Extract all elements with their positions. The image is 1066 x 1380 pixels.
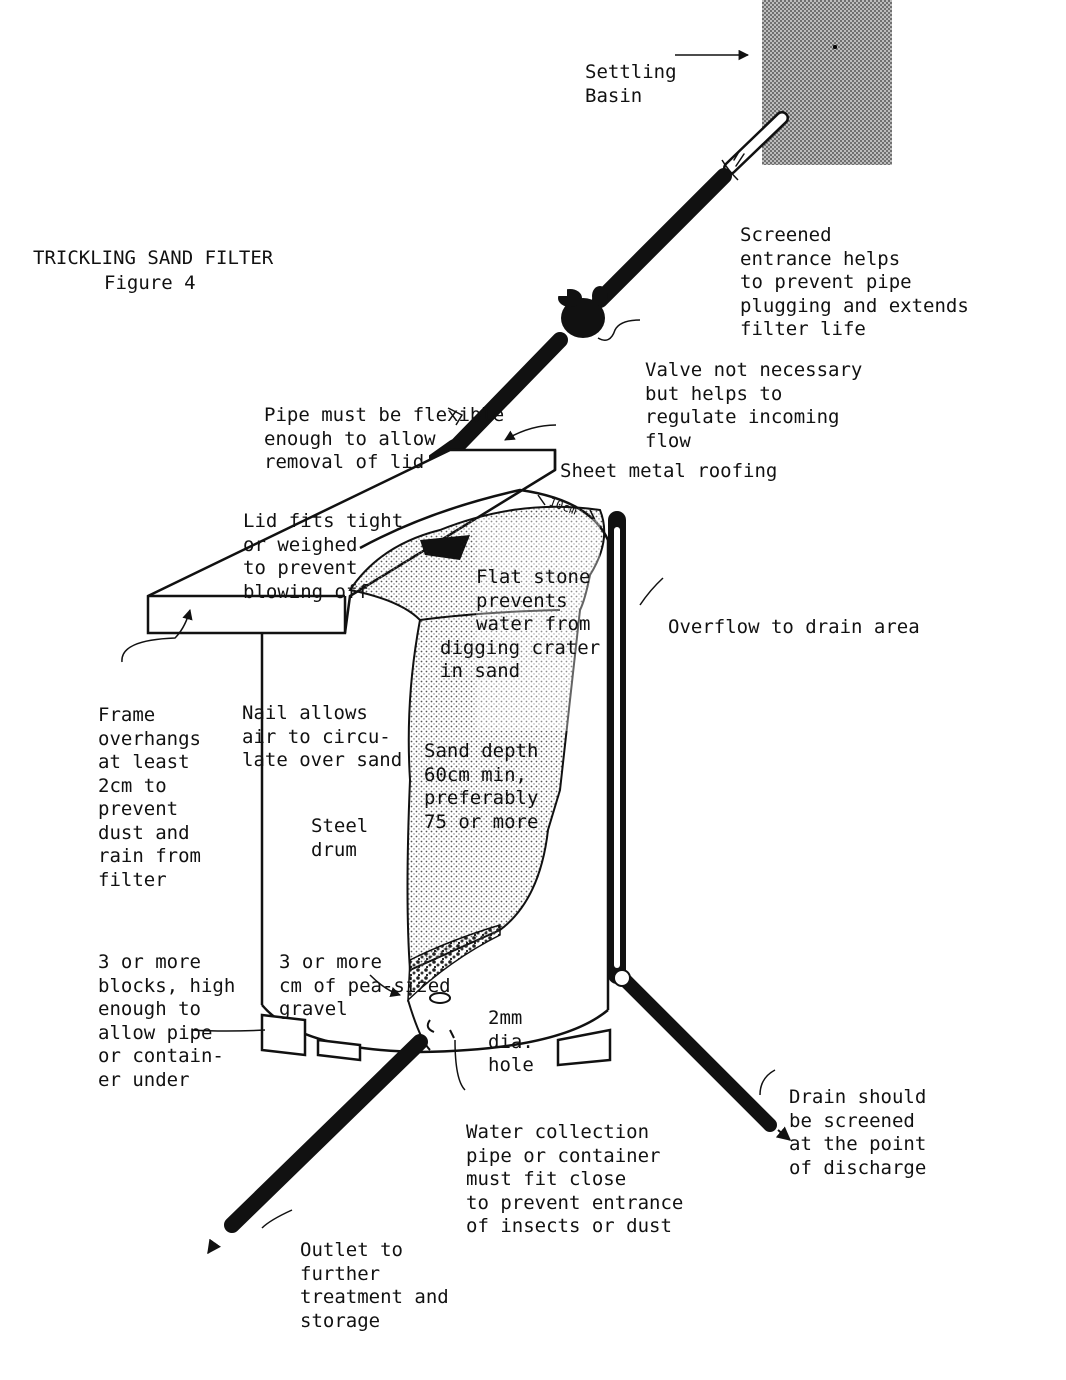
collection-pipe-inlet (429, 992, 451, 1004)
settling-basin-dot (833, 45, 837, 49)
outlet-pipe (224, 1034, 428, 1233)
valve-shape (555, 286, 608, 338)
leader-lines (121, 49, 776, 1229)
figure-title: TRICKLING SAND FILTER (33, 247, 274, 269)
flat-stone-shape (420, 535, 470, 560)
blocks-shape (260, 1013, 612, 1067)
sheet-metal-label: Sheet metal roofing (560, 460, 778, 482)
settling-basin-shape (762, 0, 892, 165)
trickling-sand-filter-diagram: 10cm TRICKLING SAND FILTER Figure 4 Sett… (33, 0, 969, 1332)
figure-subtitle: Figure 4 (104, 272, 196, 294)
gravel-layer (407, 923, 501, 1002)
filter-illustration: 10cm (121, 0, 892, 1255)
overflow-pipe (608, 511, 777, 1132)
sand-fill (348, 505, 606, 972)
overflow-label: Overflow to drain area (668, 616, 920, 638)
